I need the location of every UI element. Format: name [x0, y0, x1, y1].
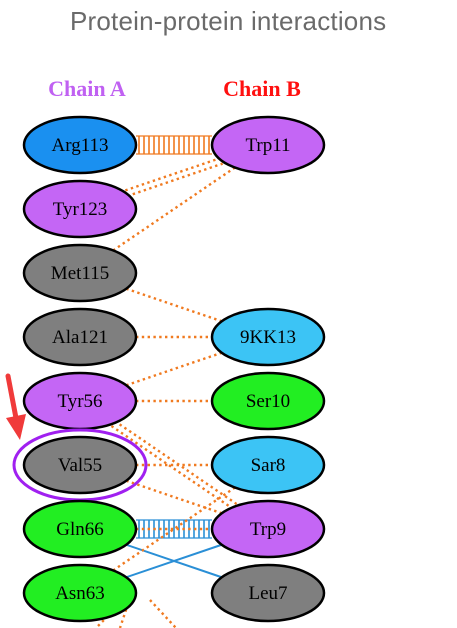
residue-label: Tyr56: [57, 391, 102, 412]
residue-node-gln66[interactable]: Gln66: [22, 499, 138, 559]
residue-ellipse: [210, 499, 326, 559]
residue-ellipse: [22, 499, 138, 559]
link-tyr123-trp11-double-dotted-dots: [124, 156, 222, 192]
residue-label: Trp9: [250, 519, 286, 540]
link-gln66-trp9-ladder: [136, 519, 212, 539]
residue-ellipse: [210, 563, 326, 623]
chain-a-label: Chain A: [48, 76, 126, 101]
arrow-head: [6, 414, 26, 440]
red-arrow-icon: [5, 373, 26, 440]
link-tyr123-trp11-double-dotted: [124, 156, 224, 198]
residue-label: Trp11: [245, 135, 290, 156]
residue-ellipse: [210, 435, 326, 495]
residue-ellipse: [22, 115, 138, 175]
link-asn63-trp9-solid: [125, 543, 223, 579]
link-val55-trp9-dotted-dots: [125, 479, 223, 515]
residue-node-asn63[interactable]: Asn63: [22, 563, 138, 623]
chain-b-label: Chain B: [223, 76, 301, 101]
link-asn63-sar8-dotted-dots: [112, 486, 236, 572]
residue-ellipse: [210, 115, 326, 175]
link-tyr56-trp9-double-dotted-dots: [110, 425, 234, 510]
residue-label: Leu7: [248, 583, 287, 604]
link-tyr56-9kk13-dotted: [125, 351, 223, 387]
link-tyr56-9kk13-dotted-dots: [125, 351, 223, 387]
tail-link-2: [149, 599, 177, 628]
link-asn63-trp9-solid-line: [125, 543, 223, 579]
residue-label: Ala121: [52, 327, 108, 348]
residue-node-met115[interactable]: Met115: [22, 243, 138, 303]
residue-ellipse: [22, 435, 138, 495]
residue-ellipse: [22, 179, 138, 239]
link-met115-9kk13-dotted-dots: [125, 287, 223, 323]
residue-label: 9KK13: [240, 327, 296, 348]
residue-label: Tyr123: [53, 199, 108, 220]
link-met115-9kk13-dotted: [125, 287, 223, 323]
residue-node-9kk13[interactable]: 9KK13: [210, 307, 326, 367]
residue-node-ser10[interactable]: Ser10: [210, 371, 326, 431]
residue-ellipse: [22, 563, 138, 623]
residue-label: Met115: [51, 263, 109, 284]
residue-node-trp9[interactable]: Trp9: [210, 499, 326, 559]
residue-label: Val55: [58, 455, 102, 476]
tail-links-layer: [95, 599, 177, 628]
link-val55-trp9-dotted: [125, 479, 223, 515]
residue-node-sar8[interactable]: Sar8: [210, 435, 326, 495]
residue-label: Asn63: [55, 583, 105, 604]
residue-ellipse: [210, 371, 326, 431]
residue-node-tyr123[interactable]: Tyr123: [22, 179, 138, 239]
residue-ellipse: [22, 243, 138, 303]
residue-label: Sar8: [251, 455, 286, 476]
page-title: Protein-protein interactions: [70, 6, 387, 36]
residue-label: Gln66: [56, 519, 104, 540]
link-asn63-sar8-dotted: [112, 486, 236, 572]
nodes-layer: Arg113Tyr123Met115Ala121Tyr56Val55Gln66A…: [12, 115, 326, 623]
residue-node-arg113[interactable]: Arg113: [22, 115, 138, 175]
link-tyr56-trp9-double-dotted-dots: [114, 420, 238, 505]
links-layer: [110, 135, 238, 579]
link-tyr56-trp9-double-dotted: [110, 420, 238, 510]
tail-link-1: [118, 603, 130, 628]
residue-label: Arg113: [52, 135, 109, 156]
link-arg113-trp11-ladder: [136, 135, 212, 155]
residue-ellipse: [210, 307, 326, 367]
residue-ellipse: [22, 307, 138, 367]
residue-label: Ser10: [246, 391, 290, 412]
residue-node-leu7[interactable]: Leu7: [210, 563, 326, 623]
link-tyr123-trp11-double-dotted-dots: [126, 162, 224, 198]
link-met115-trp11-dotted: [112, 166, 236, 252]
residue-node-tyr56[interactable]: Tyr56: [22, 371, 138, 431]
link-met115-trp11-dotted-dots: [112, 166, 236, 252]
residue-node-trp11[interactable]: Trp11: [210, 115, 326, 175]
residue-node-val55[interactable]: Val55: [12, 428, 148, 502]
arrow-shaft: [5, 373, 19, 421]
residue-node-ala121[interactable]: Ala121: [22, 307, 138, 367]
tail-link-0: [95, 611, 113, 628]
